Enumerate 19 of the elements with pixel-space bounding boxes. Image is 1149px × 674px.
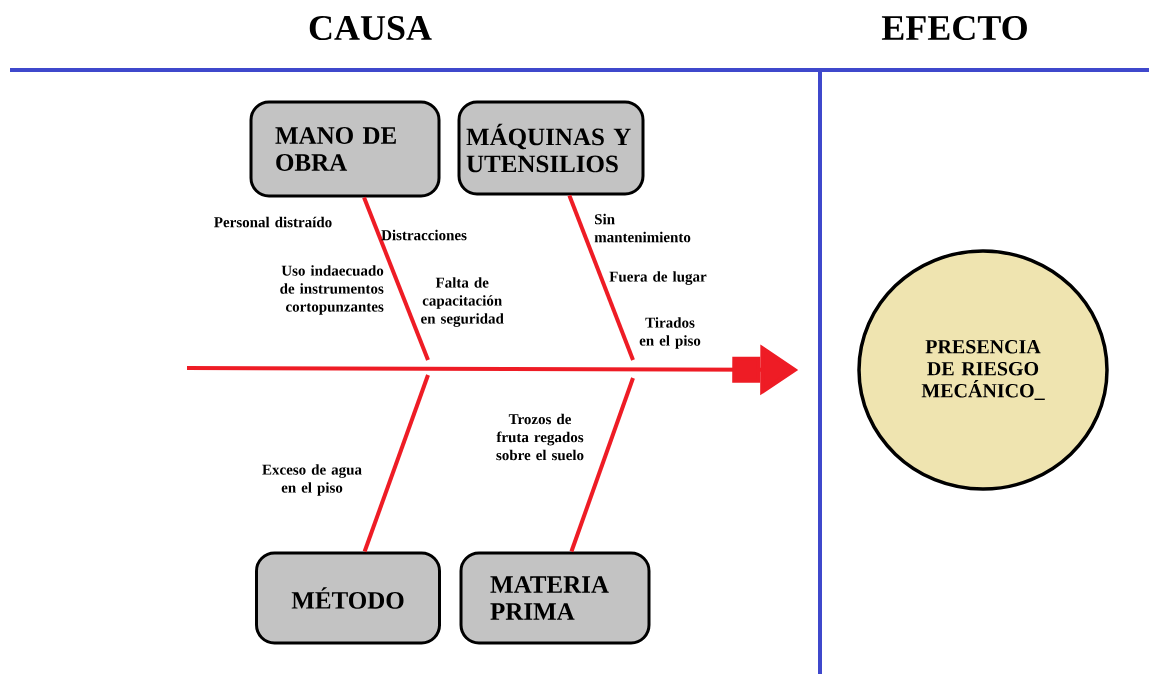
cause-label: Fuera de lugar (609, 271, 707, 285)
bone-line (362, 374, 430, 553)
category-box: MÉTODO (255, 551, 441, 645)
cause-label: Falta de capacitación en seguridad (421, 277, 504, 327)
cause-label: Sin mantenimiento (594, 213, 691, 243)
category-box: MANO DE OBRA (249, 100, 441, 198)
heading: EFECTO (881, 15, 1027, 41)
heading: CAUSA (309, 15, 432, 41)
bone-line (569, 377, 635, 553)
cause-label: Tirados en el piso (639, 317, 701, 349)
category-box: MÁQUINAS Y UTENSILIOS (457, 100, 645, 196)
cause-label: Uso indaecuado de instrumentos cortopunzantes (280, 265, 384, 315)
bone-line (567, 194, 635, 361)
category-box: MATERIA PRIMA (459, 551, 651, 645)
cause-label: Distracciones (381, 229, 467, 241)
cause-label: Exceso de agua en el piso (262, 464, 362, 496)
cause-label: Personal distraído (214, 216, 332, 228)
cause-label: Trozos de fruta regados sobre el suelo (496, 413, 584, 461)
bone-line (362, 196, 430, 361)
